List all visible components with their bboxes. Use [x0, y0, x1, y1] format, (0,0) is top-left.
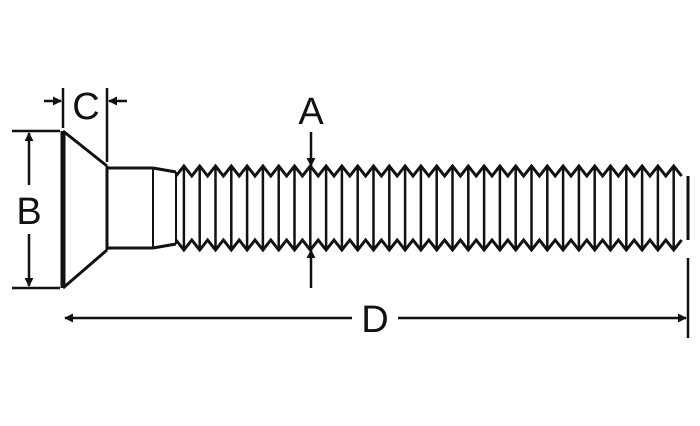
thread-profile-top [174, 163, 683, 179]
screw-shank [107, 166, 177, 250]
dimension-a-label: A [298, 91, 324, 133]
screw-threads [174, 163, 683, 253]
dimension-b [12, 129, 60, 290]
dimension-c [44, 88, 127, 162]
screw-head [60, 129, 109, 290]
dimension-c-label: C [72, 86, 99, 128]
thread-profile-bottom [174, 237, 683, 253]
dimension-d-label: D [361, 299, 388, 341]
dimension-d [64, 258, 690, 338]
dimension-b-label: B [16, 191, 41, 233]
